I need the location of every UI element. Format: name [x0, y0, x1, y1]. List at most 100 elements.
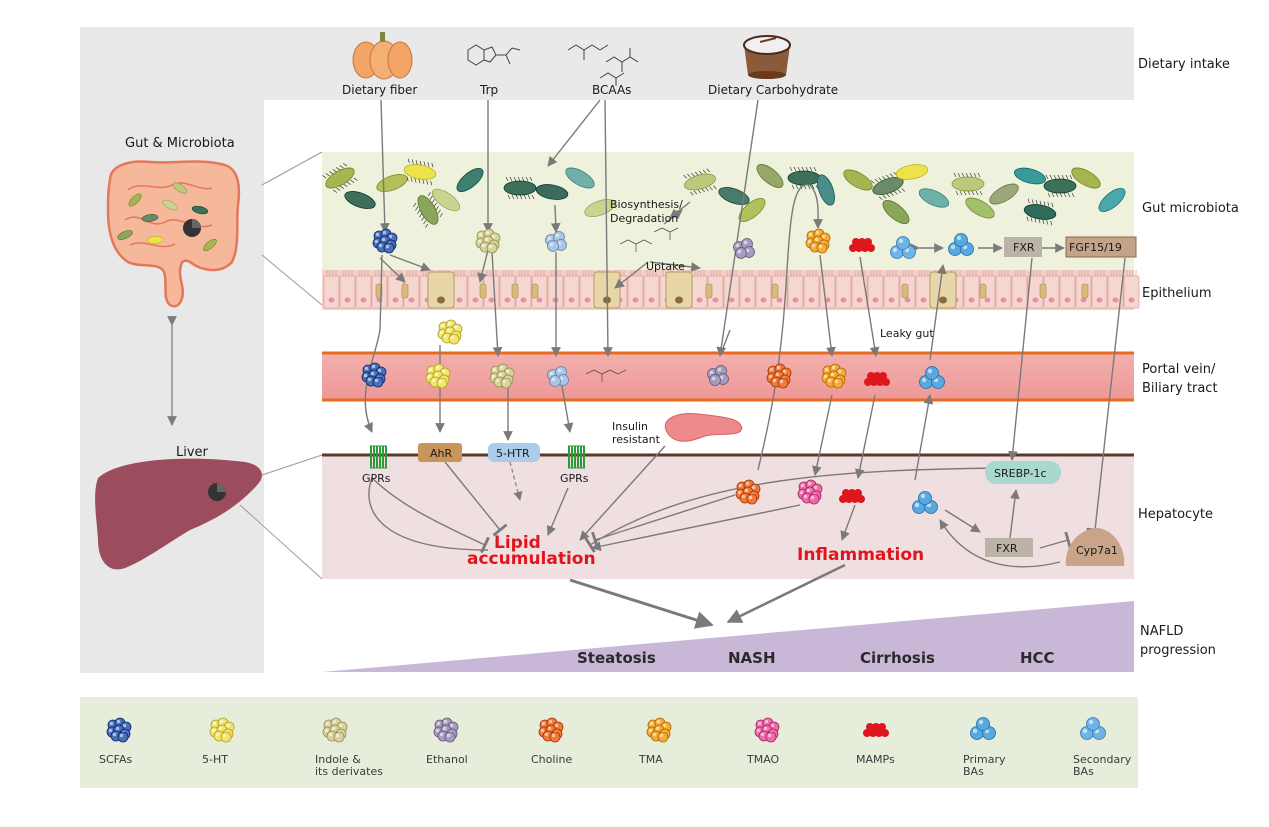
- gprs-right-label: GPRs: [560, 472, 589, 485]
- legend-swatch: [646, 717, 672, 743]
- secondary-ba-cluster-gut: [890, 236, 916, 259]
- ahr-receptor: [418, 443, 462, 462]
- legend-item-tma: TMA: [638, 717, 672, 766]
- bacterium: [584, 199, 616, 217]
- bacterium: [344, 191, 376, 209]
- bacterium: [895, 164, 929, 180]
- legend-swatch: [322, 717, 348, 743]
- dietary-fiber-label: Dietary fiber: [342, 83, 417, 97]
- bacterium: [431, 188, 461, 212]
- nafld-progression-wedge: [322, 601, 1134, 672]
- legend-item-choline: Choline: [531, 717, 572, 766]
- gut-bacterium: [141, 214, 159, 222]
- goblet-cell: [929, 271, 957, 309]
- bacterium: [503, 176, 537, 200]
- stage-nash: NASH: [728, 649, 776, 667]
- bacterium: [989, 183, 1019, 205]
- legend-label: Ethanol: [426, 753, 468, 766]
- pathway-arrows: [363, 99, 1126, 629]
- progression-label: progression: [1140, 643, 1216, 658]
- choline-cluster-portal: [766, 363, 792, 389]
- fxr-liver-label: FXR: [996, 542, 1018, 555]
- trp-label: Trp: [479, 83, 498, 97]
- legend-item-ethanol: Ethanol: [426, 717, 468, 766]
- gprs-left-label: GPRs: [362, 472, 391, 485]
- gut-bacterium: [128, 193, 142, 207]
- dietary-intake-label: Dietary intake: [1138, 57, 1230, 72]
- bcaas-label: BCAAs: [592, 83, 631, 97]
- mamps-cluster-portal: [864, 372, 890, 386]
- insulin-label: Insulin: [612, 420, 648, 433]
- stage-cirrhosis: Cirrhosis: [860, 649, 935, 667]
- hepatocyte-label: Hepatocyte: [1138, 507, 1213, 522]
- legend-label: TMAO: [746, 753, 780, 766]
- legend-item-tmao: TMAO: [746, 717, 780, 766]
- biliary-tract-label: Biliary tract: [1142, 381, 1218, 396]
- bacterium: [683, 168, 717, 196]
- gut-bacterium: [191, 205, 209, 215]
- legend-swatch-mamps: [863, 723, 889, 737]
- primary-ba-cluster-gut: [948, 233, 974, 256]
- bacterium: [1014, 167, 1046, 185]
- fgf15-19-box: [1065, 236, 1137, 258]
- fxr-gut-label: FXR: [1013, 241, 1035, 254]
- bacterium: [456, 168, 484, 192]
- carbohydrate-dish-icon: [743, 35, 791, 79]
- scfa-cluster-portal: [361, 362, 387, 388]
- lipid-label: Lipid: [494, 533, 541, 553]
- pumpkin-icon: [352, 32, 413, 80]
- zoom-line-gut-bottom: [261, 254, 323, 306]
- fxr-gut-receptor: [1004, 237, 1042, 257]
- ahr-label: AhR: [430, 447, 452, 460]
- resistant-label: resistant: [612, 433, 661, 446]
- legend-swatch: [754, 717, 780, 743]
- pancreas-icon: [664, 413, 743, 442]
- legend-label-line2: BAs: [1073, 765, 1094, 778]
- gut-microbiota-organ-label: Gut & Microbiota: [125, 136, 235, 151]
- tmao-cluster-liver: [797, 479, 823, 505]
- bacterium: [882, 200, 910, 224]
- scfa-cluster-gut: [372, 228, 398, 254]
- bacterium: [535, 184, 569, 200]
- legend-item-mamps: MAMPs: [856, 723, 895, 766]
- fxr-liver-receptor: [985, 538, 1033, 557]
- biosynthesis-label: Biosynthesis/: [610, 198, 683, 211]
- degradation-label: Degradation: [610, 212, 678, 225]
- bacterium: [565, 167, 595, 189]
- legend-swatch: [970, 717, 996, 740]
- gut-illustration: [106, 160, 241, 308]
- portal-vein-band: [322, 351, 1134, 402]
- gprs-receptor-left: [370, 445, 387, 469]
- legend-panel: [80, 697, 1138, 788]
- legend-label: Indole &: [315, 753, 361, 766]
- bacterium: [965, 197, 995, 219]
- gprs-receptor-right: [568, 445, 585, 469]
- dietary-carbohydrate-label: Dietary Carbohydrate: [708, 83, 838, 97]
- srebp-1c-label: SREBP-1c: [994, 467, 1047, 480]
- stage-hcc: HCC: [1020, 649, 1055, 667]
- indole-cluster-gut: [475, 228, 501, 254]
- primary-ba-cluster-portal: [919, 366, 945, 389]
- legend-label: SCFAs: [99, 753, 133, 766]
- zoom-line-liver-top: [261, 454, 323, 476]
- fgf15-19-label: FGF15/19: [1069, 241, 1122, 254]
- legend-label: 5-HT: [202, 753, 228, 766]
- legend-swatch: [538, 717, 564, 743]
- 5htr-receptor: [488, 443, 540, 462]
- bacterium: [951, 172, 985, 196]
- bacterium: [1043, 174, 1077, 198]
- bacterium: [718, 187, 750, 205]
- bacterium: [413, 192, 443, 228]
- 5ht-cluster-epithelium: [437, 319, 463, 345]
- ethanol-cluster-portal: [707, 365, 729, 386]
- legend-label: Primary: [963, 753, 1006, 766]
- goblet-cell: [427, 271, 455, 309]
- gut-bacterium: [117, 230, 133, 240]
- bacterium: [918, 188, 950, 208]
- choline-cluster-liver: [735, 479, 761, 505]
- bcaas-structure-icon: [567, 44, 639, 86]
- bcaa-derived-cluster-portal: [547, 366, 569, 387]
- bacterium: [322, 163, 358, 193]
